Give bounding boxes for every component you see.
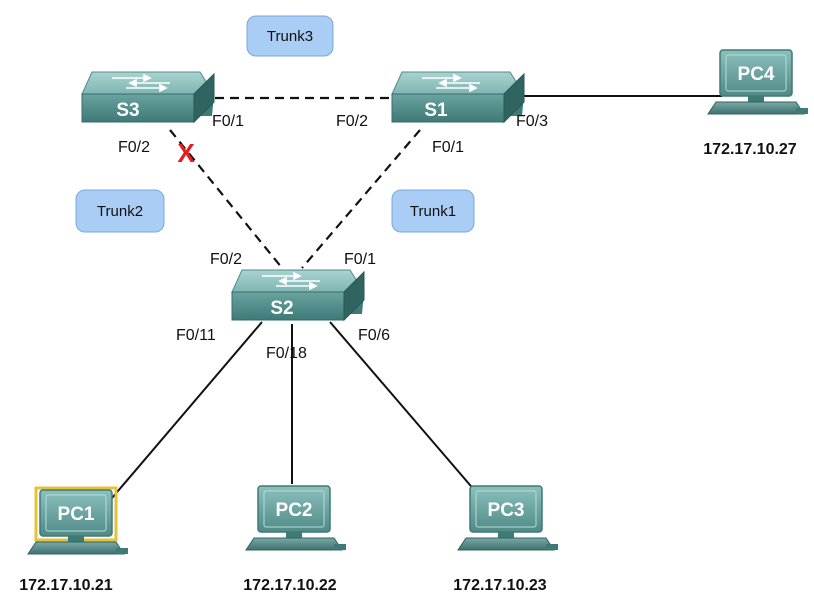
pc-pc3[interactable]: PC3	[457, 485, 559, 551]
switch-label: S1	[424, 100, 448, 121]
switch-s2[interactable]: S2	[231, 269, 365, 321]
pc1-ip: 172.17.10.21	[19, 577, 113, 594]
trunk1-link	[301, 129, 421, 269]
switch-s3[interactable]: S3	[81, 71, 215, 123]
port-label-s3-f01: F0/1	[212, 113, 244, 130]
port-label-s2-f018: F0/18	[266, 345, 307, 362]
switch-label: S2	[270, 298, 293, 319]
port-label-s1-f01: F0/1	[432, 139, 464, 156]
port-label-s2-f011: F0/11	[176, 327, 216, 344]
pc4-ip: 172.17.10.27	[703, 141, 797, 158]
blocked-port-x-icon: X	[177, 138, 195, 168]
pc-label: PC2	[276, 500, 313, 521]
s2-pc3-link	[329, 321, 477, 493]
s2-pc1-link	[111, 321, 263, 499]
pc-label: PC3	[488, 500, 525, 521]
port-label-s2-f02: F0/2	[210, 251, 242, 268]
pc3-ip: 172.17.10.23	[453, 577, 547, 594]
switch-label: S3	[116, 100, 139, 121]
port-label-s2-f06: F0/6	[358, 327, 390, 344]
trunk1-label: Trunk1	[410, 203, 456, 220]
trunk1-bubble: Trunk1	[391, 189, 475, 233]
port-label-s2-f01: F0/1	[344, 251, 376, 268]
trunk2-label: Trunk2	[97, 203, 143, 220]
trunk3-label: Trunk3	[267, 28, 313, 45]
port-label-s1-f02: F0/2	[336, 113, 368, 130]
switch-s1[interactable]: S1	[391, 71, 525, 123]
pc-label: PC1	[58, 504, 95, 525]
port-label-s1-f03: F0/3	[516, 113, 548, 130]
trunk2-bubble: Trunk2	[75, 189, 165, 233]
pc-pc1[interactable]: PC1	[27, 486, 129, 555]
port-label-s3-f02: F0/2	[118, 139, 150, 156]
trunk3-bubble: Trunk3	[246, 15, 334, 57]
pc2-ip: 172.17.10.22	[243, 577, 337, 594]
pc-pc4[interactable]: PC4	[707, 49, 809, 115]
links	[111, 95, 722, 499]
pc-label: PC4	[738, 64, 775, 85]
pc-pc2[interactable]: PC2	[245, 485, 347, 551]
